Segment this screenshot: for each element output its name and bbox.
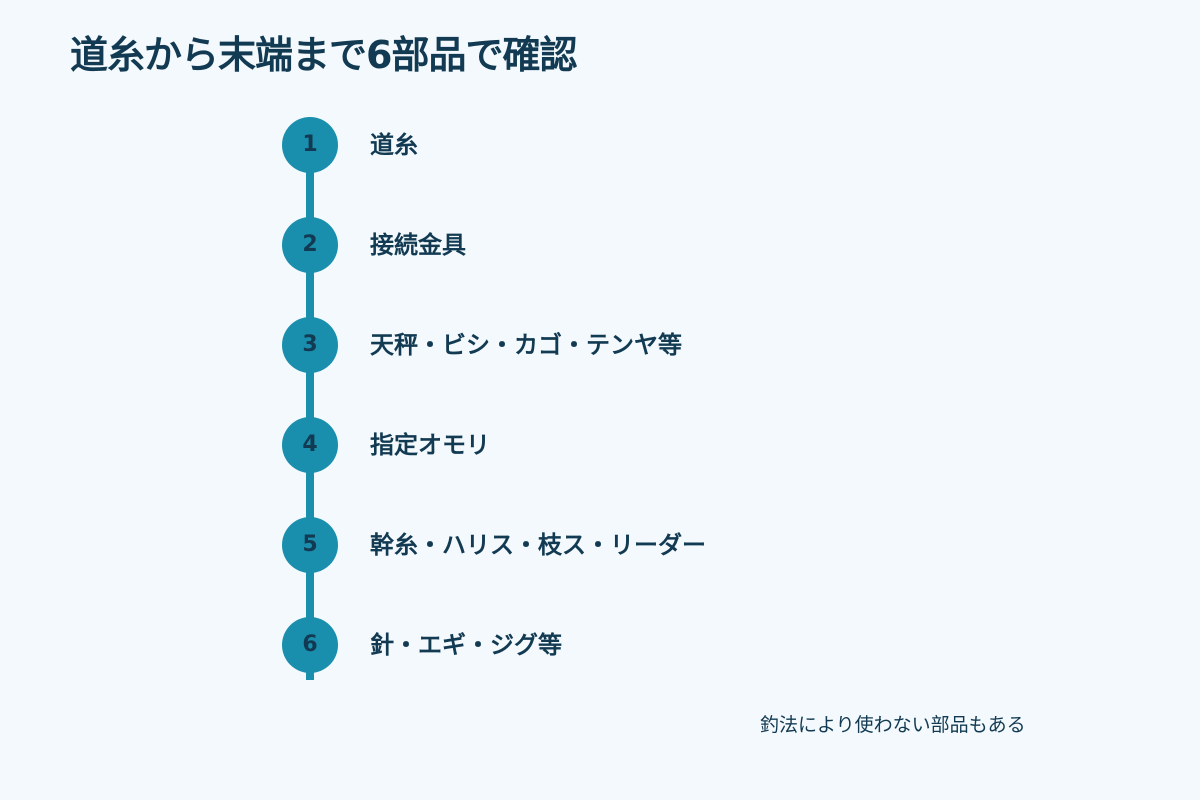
step-number-badge: 2 bbox=[282, 217, 338, 273]
step-number-badge: 3 bbox=[282, 317, 338, 373]
page-title: 道糸から末端まで6部品で確認 bbox=[70, 33, 577, 77]
step-item: 6 針・エギ・ジグ等 bbox=[282, 617, 982, 673]
step-item: 1 道糸 bbox=[282, 117, 982, 173]
step-number-badge: 5 bbox=[282, 517, 338, 573]
step-item: 3 天秤・ビシ・カゴ・テンヤ等 bbox=[282, 317, 982, 373]
step-item: 5 幹糸・ハリス・枝ス・リーダー bbox=[282, 517, 982, 573]
step-label: 接続金具 bbox=[370, 231, 466, 259]
timeline-connector bbox=[306, 145, 314, 680]
step-number-badge: 1 bbox=[282, 117, 338, 173]
step-item: 4 指定オモリ bbox=[282, 417, 982, 473]
step-number-badge: 4 bbox=[282, 417, 338, 473]
step-label: 道糸 bbox=[370, 131, 418, 159]
step-label: 幹糸・ハリス・枝ス・リーダー bbox=[370, 531, 706, 559]
step-number-badge: 6 bbox=[282, 617, 338, 673]
step-label: 天秤・ビシ・カゴ・テンヤ等 bbox=[370, 331, 682, 359]
step-item: 2 接続金具 bbox=[282, 217, 982, 273]
step-label: 針・エギ・ジグ等 bbox=[370, 631, 562, 659]
footnote: 釣法により使わない部品もある bbox=[760, 714, 1026, 736]
step-label: 指定オモリ bbox=[370, 431, 490, 459]
